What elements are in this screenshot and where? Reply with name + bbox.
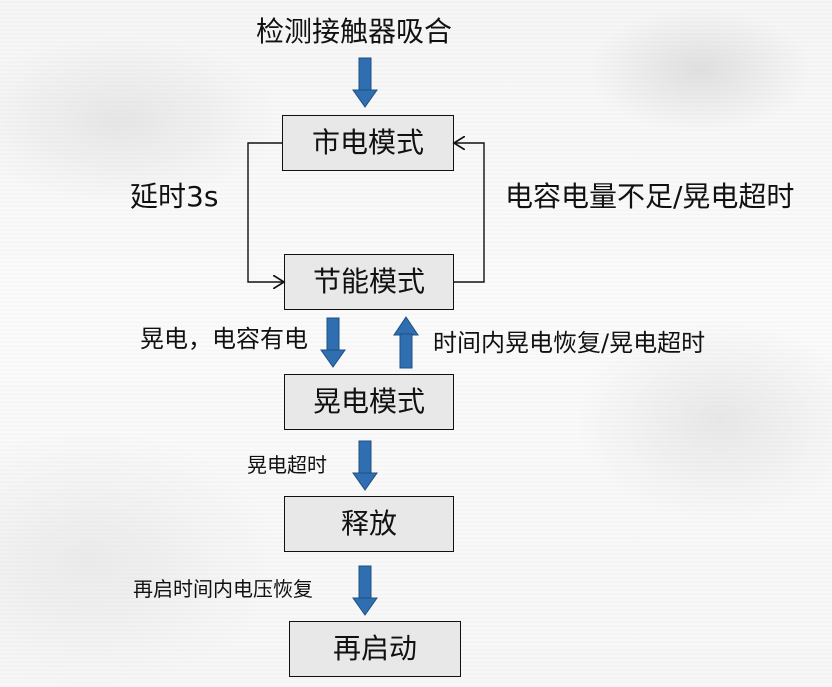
restart-node: 再启动 xyxy=(289,621,461,677)
restart-label: 再启动 xyxy=(332,632,417,665)
recover-within-time-or-timeout-label: 时间内晃电恢复/晃电超时 xyxy=(433,329,706,357)
start-condition-label: 检测接触器吸合 xyxy=(256,15,453,48)
sag-mode-node: 晃电模式 xyxy=(284,374,454,430)
sag-timeout-label: 晃电超时 xyxy=(247,453,327,477)
mains-mode-label: 市电模式 xyxy=(311,126,424,159)
mains-mode-node: 市电模式 xyxy=(282,115,454,171)
delay-3s-label: 延时3s xyxy=(130,180,219,213)
energy-saving-mode-label: 节能模式 xyxy=(312,265,425,298)
voltage-recovered-within-restart-label: 再启时间内电压恢复 xyxy=(133,577,313,601)
release-label: 释放 xyxy=(340,507,397,540)
capacitor-low-or-timeout-label: 电容电量不足/晃电超时 xyxy=(505,180,795,213)
release-node: 释放 xyxy=(284,496,454,552)
energy-saving-mode-node: 节能模式 xyxy=(284,254,454,310)
sag-capacitor-ok-label: 晃电，电容有电 xyxy=(140,325,308,353)
sag-mode-label: 晃电模式 xyxy=(312,385,425,418)
